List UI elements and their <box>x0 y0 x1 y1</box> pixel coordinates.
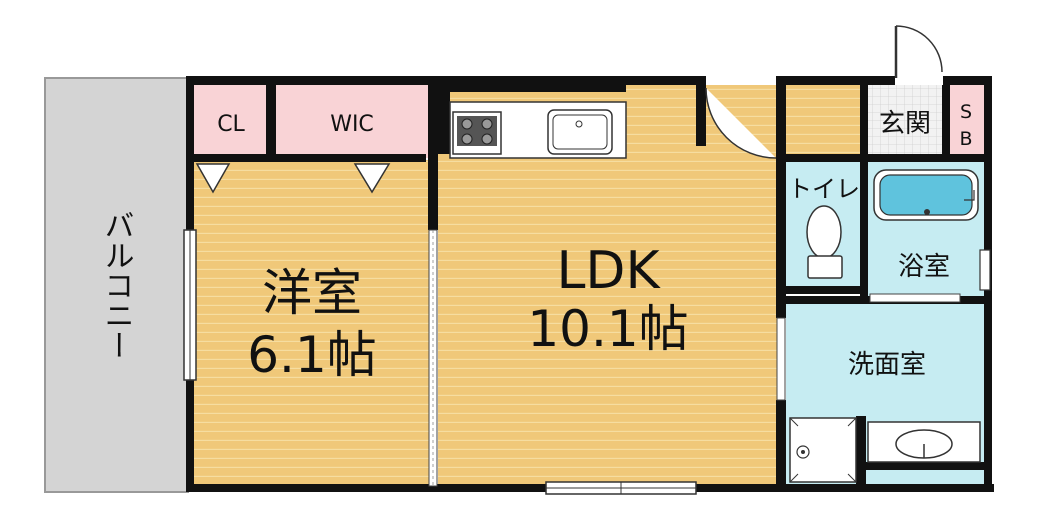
walk-in-closet-label: WIC <box>330 112 374 137</box>
western-room-name: 洋室 <box>262 264 362 322</box>
closet-door-symbols <box>195 163 391 194</box>
vanity-sink-icon <box>867 421 981 463</box>
bath-window <box>979 249 991 291</box>
balcony <box>44 77 189 493</box>
ldk-door <box>705 76 777 159</box>
entrance-door <box>894 25 943 85</box>
toilet-label: トイレ <box>788 175 860 203</box>
entrance-floor <box>864 84 944 158</box>
kitchen-sink-icon <box>547 109 613 155</box>
closet-label: CL <box>217 112 245 137</box>
bath-door <box>869 293 961 303</box>
washing-machine-pan-icon <box>789 417 857 483</box>
ldk-name: LDK <box>556 241 661 301</box>
washroom-label: 洗面室 <box>848 350 926 380</box>
shoe-box-label-bottom: B <box>959 128 972 150</box>
balcony-label: バルコニー <box>99 210 134 360</box>
western-room-size: 6.1帖 <box>247 326 377 384</box>
ldk-window <box>545 481 697 495</box>
shoe-box-label-top: S <box>960 101 972 123</box>
bathtub-icon <box>873 169 979 221</box>
closet <box>192 84 270 158</box>
balcony-window <box>183 229 197 381</box>
toilet-icon <box>806 205 843 279</box>
washroom-door <box>776 317 786 401</box>
hall-floor <box>786 84 864 158</box>
stove-icon <box>452 111 502 155</box>
walk-in-closet <box>276 84 428 158</box>
ldk-size: 10.1帖 <box>527 300 688 358</box>
sliding-door <box>428 229 438 487</box>
western-room-floor <box>192 160 432 486</box>
entrance-label: 玄関 <box>879 109 931 139</box>
bathroom-label: 浴室 <box>898 252 950 282</box>
shoe-box <box>948 84 984 158</box>
